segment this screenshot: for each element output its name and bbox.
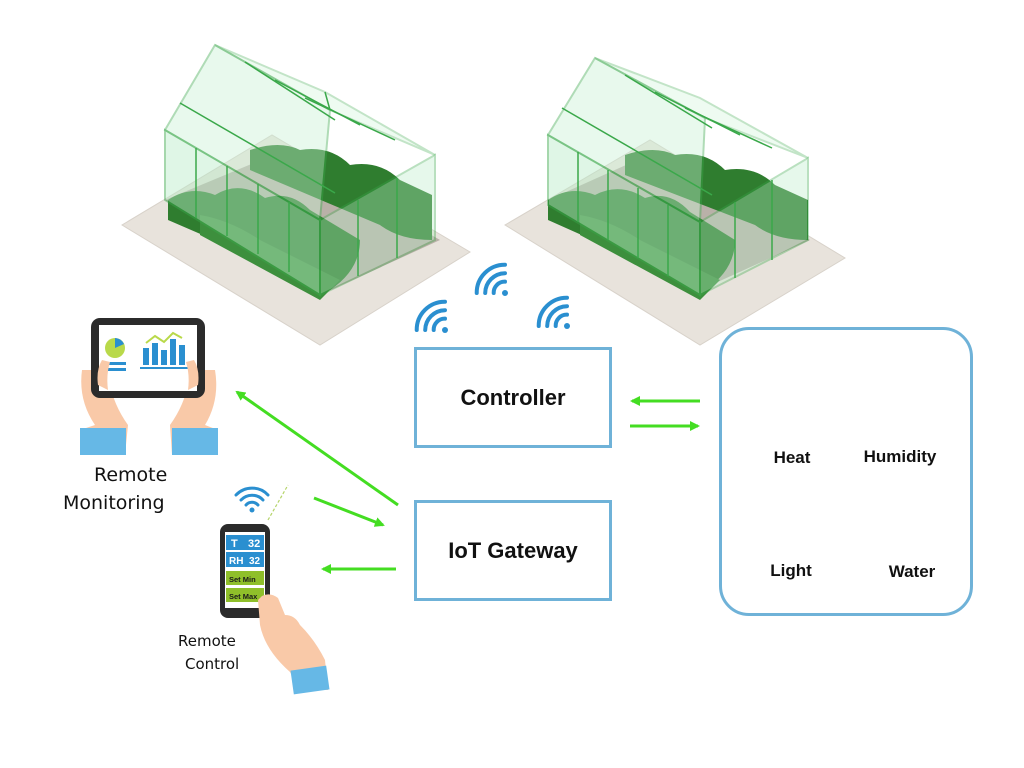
wifi-signal-icon [474, 262, 508, 296]
arrow-control-to-gateway [313, 496, 385, 527]
light-label: Light [770, 561, 812, 580]
greenhouse-left [121, 43, 471, 346]
wifi-icon [234, 486, 270, 513]
phone-control-illustration [220, 484, 330, 695]
phone-rh-label: RH [229, 556, 243, 567]
water-label: Water [888, 562, 936, 581]
phone-temp-value: 32 [248, 538, 260, 550]
arrows [235, 390, 700, 574]
remote-control-label-line1: Remote [178, 632, 236, 650]
iot-gateway-node: IoT Gateway [414, 500, 612, 601]
phone-set-max-button: Set Max [229, 592, 258, 601]
controller-node: Controller [414, 347, 612, 448]
actuator-panel [719, 327, 973, 616]
arrow-gateway-to-monitoring [235, 390, 399, 507]
greenhouse-right [504, 56, 846, 346]
phone-set-min-button: Set Min [229, 575, 256, 584]
phone-rh-value: 32 [249, 556, 261, 567]
wifi-signal-icon [414, 299, 448, 333]
remote-monitoring-label-line2: Monitoring [63, 492, 165, 514]
heat-label: Heat [773, 448, 811, 467]
tablet-monitoring-illustration [80, 318, 218, 455]
phone-temp-label: T [231, 538, 238, 550]
humidity-label: Humidity [863, 447, 937, 466]
remote-monitoring-label-line1: Remote [94, 464, 168, 486]
wifi-signal-icon [536, 295, 570, 329]
remote-control-label-line2: Control [185, 655, 240, 673]
